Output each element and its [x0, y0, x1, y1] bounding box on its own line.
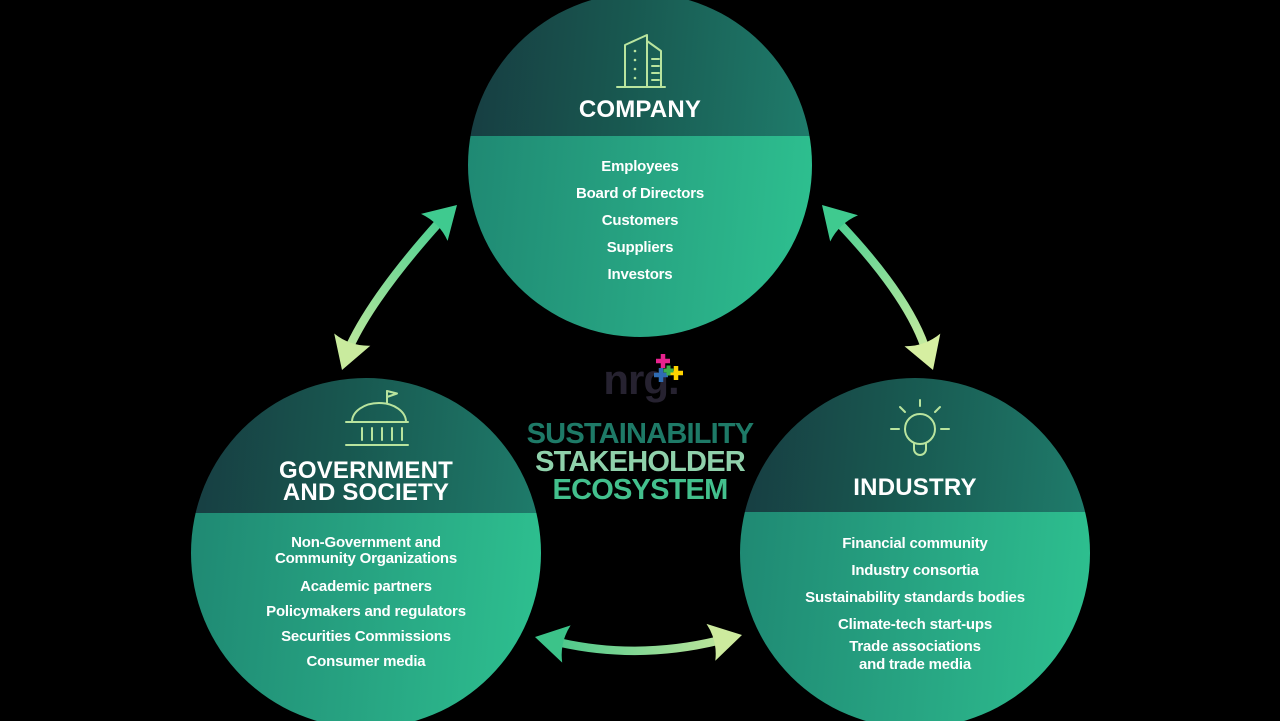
headline-line-1: SUSTAINABILITY	[526, 418, 755, 450]
list-item: Industry consortia	[851, 562, 979, 579]
list-item: Employees	[601, 158, 679, 175]
industry-circle: INDUSTRY Financial community Industry co…	[740, 378, 1090, 721]
industry-title: INDUSTRY	[853, 474, 977, 501]
company-stakeholder-list: Employees Board of Directors Customers S…	[468, 136, 812, 288]
company-title: COMPANY	[578, 96, 702, 123]
government-bottom-half	[191, 513, 541, 721]
list-item: Securities Commissions	[281, 628, 451, 645]
lightbulb-icon	[890, 399, 950, 456]
government-title: GOVERNMENT AND SOCIETY	[278, 457, 453, 506]
headline-line-3: ECOSYSTEM	[552, 474, 729, 506]
nrg-logo-wordmark: nrg.	[603, 356, 679, 403]
diagram-headline: SUSTAINABILITY STAKEHOLDER ECOSYSTEM	[440, 418, 840, 506]
building-icon	[616, 34, 666, 88]
list-item: Non-Government and Community Organizatio…	[274, 534, 458, 567]
list-item: Suppliers	[606, 239, 674, 256]
list-item: Climate-tech start-ups	[838, 616, 992, 633]
company-circle: COMPANY Employees Board of Directors Cus…	[468, 0, 812, 337]
list-item: Financial community	[842, 535, 988, 552]
curved-arrow-government-industry-icon	[535, 623, 742, 663]
industry-stakeholder-list: Financial community Industry consortia S…	[740, 512, 1090, 674]
list-item: Customers	[601, 212, 679, 229]
government-society-circle: GOVERNMENT AND SOCIETY Non-Government an…	[191, 378, 541, 721]
list-item: Policymakers and regulators	[266, 603, 466, 620]
company-bottom-half	[468, 136, 812, 337]
curved-arrow-company-government-icon	[334, 205, 457, 370]
list-item: Trade associations and trade media	[849, 638, 981, 673]
list-item: Consumer media	[306, 653, 426, 670]
list-item: Board of Directors	[575, 185, 705, 202]
list-item: Academic partners	[300, 578, 432, 595]
company-top-half	[468, 0, 812, 136]
government-stakeholder-list: Non-Government and Community Organizatio…	[191, 513, 541, 674]
headline-line-2: STAKEHOLDER	[535, 446, 746, 478]
nrg-plus-cluster-icon	[654, 354, 683, 382]
list-item: Investors	[607, 266, 673, 283]
capitol-icon	[345, 390, 409, 446]
industry-bottom-half	[740, 512, 1090, 721]
list-item: Sustainability standards bodies	[805, 589, 1025, 606]
curved-arrow-company-industry-icon	[822, 205, 941, 370]
